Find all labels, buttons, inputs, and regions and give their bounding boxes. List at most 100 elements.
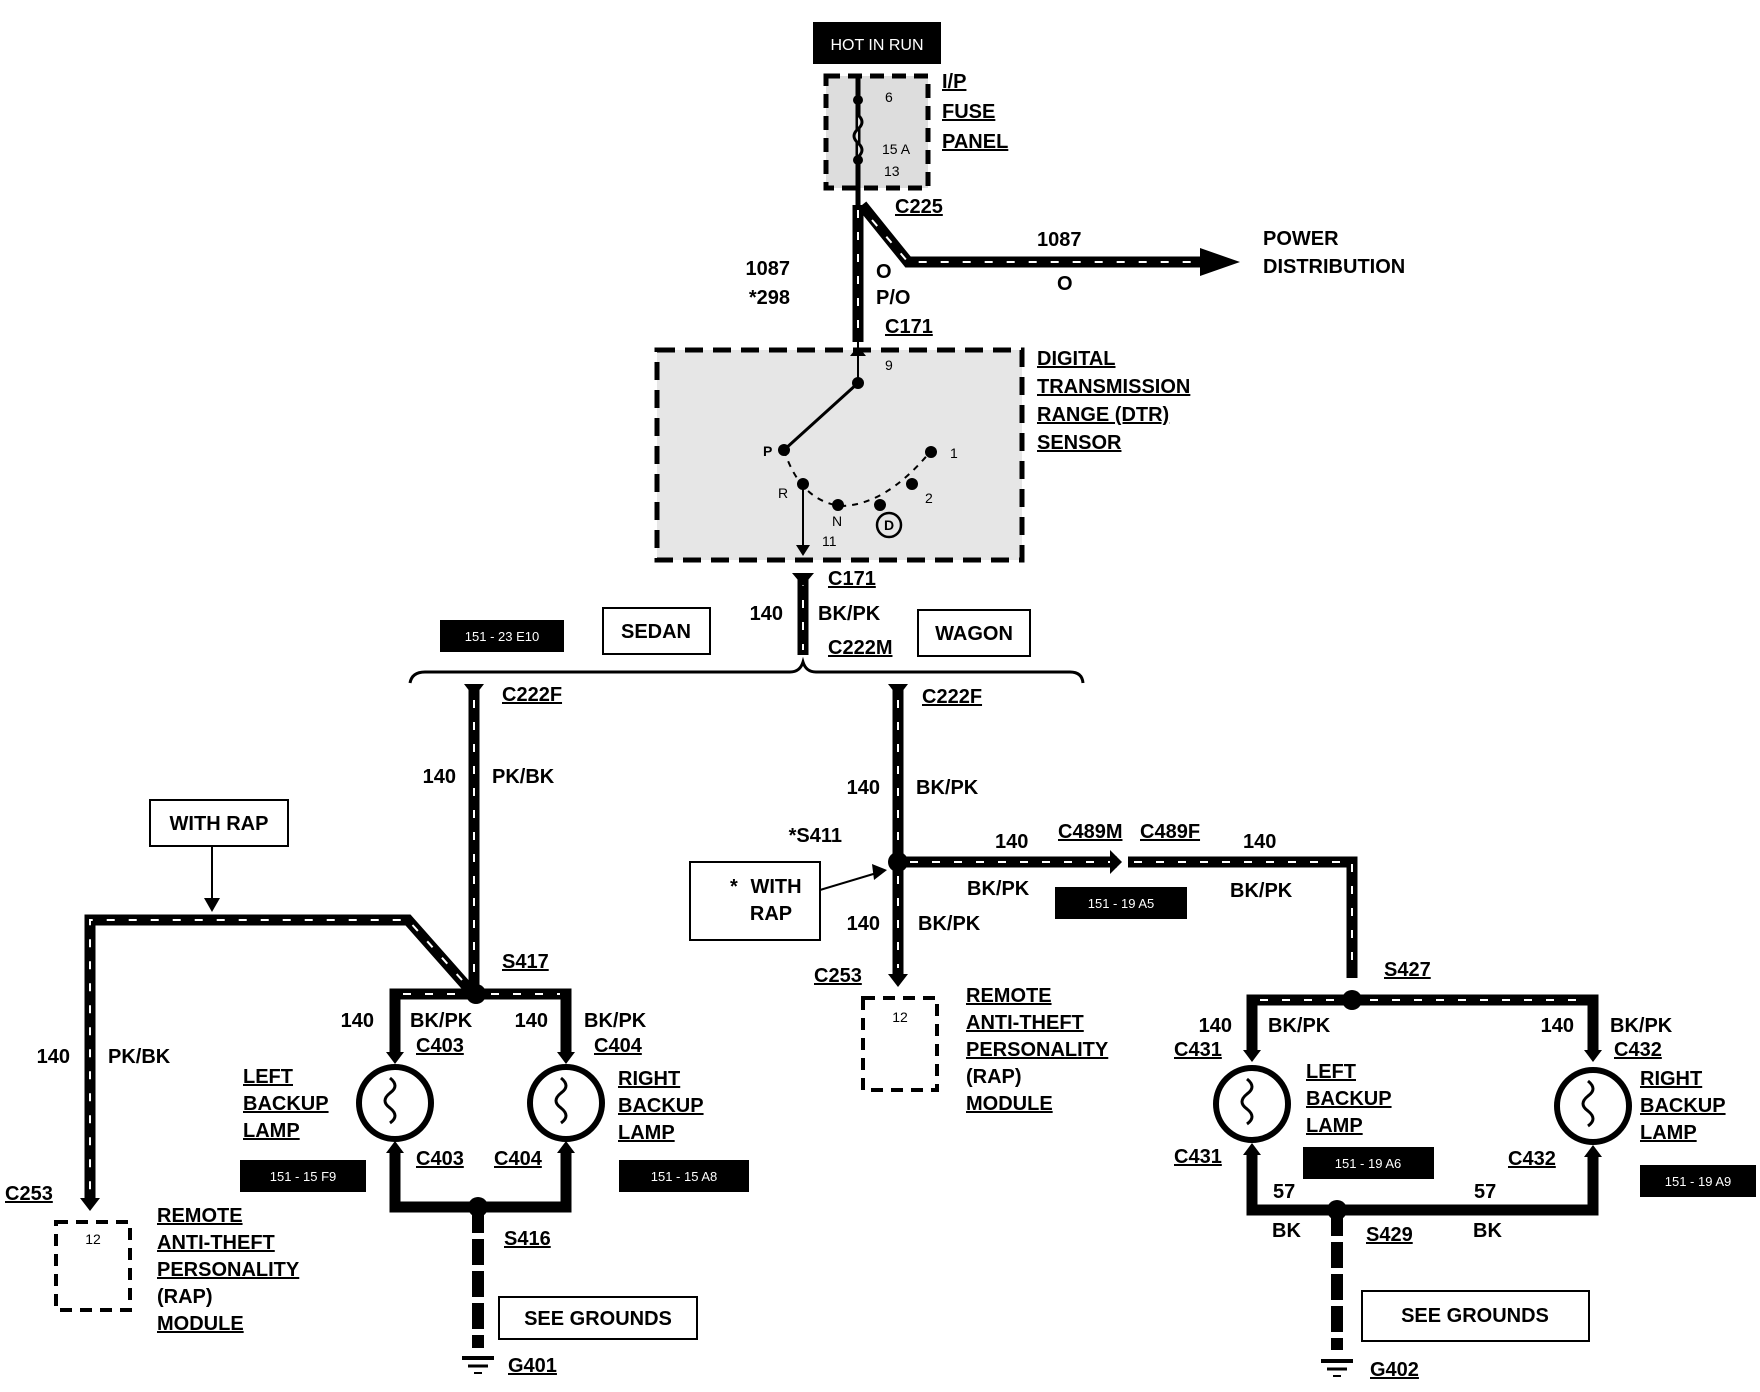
wagon-rap-pin: 12 bbox=[892, 1009, 908, 1025]
fuse-panel-title-3: PANEL bbox=[942, 131, 1008, 153]
fuse-panel-title-2: FUSE bbox=[942, 101, 995, 123]
sedan-c253-label: C253 bbox=[5, 1183, 53, 1205]
wagon-c253-label: C253 bbox=[814, 965, 862, 987]
power-dist-circuit: 1087 bbox=[1037, 229, 1082, 251]
fuse-pin-top: 6 bbox=[885, 89, 893, 105]
sedan-right-lamp-3: LAMP bbox=[618, 1122, 675, 1144]
c489m-label: C489M bbox=[1058, 821, 1122, 843]
wagon-color: BK/PK bbox=[916, 777, 979, 799]
dtr-sensor-box bbox=[654, 347, 1025, 563]
sedan-right-c404-top: C404 bbox=[594, 1035, 643, 1057]
wagon-branch-color: BK/PK bbox=[967, 878, 1030, 900]
s411-label: *S411 bbox=[789, 825, 842, 847]
sedan-right-color: BK/PK bbox=[584, 1010, 647, 1032]
wagon-rap-module-box bbox=[861, 996, 939, 1092]
sedan-right-lamp bbox=[527, 1064, 605, 1142]
wagon-left-gnd-color: BK bbox=[1272, 1220, 1301, 1242]
wagon-box bbox=[917, 609, 1031, 657]
wagon-right-lamp-2: BACKUP bbox=[1640, 1095, 1726, 1117]
wagon-right-lamp-1: RIGHT bbox=[1640, 1068, 1702, 1090]
wagon-left-color: BK/PK bbox=[1268, 1015, 1331, 1037]
wagon-circuit: 140 bbox=[847, 777, 880, 799]
sedan-left-lamp-1: LEFT bbox=[243, 1066, 293, 1088]
wagon-note-star: * bbox=[730, 876, 738, 898]
sedan-rap-circuit: 140 bbox=[37, 1046, 70, 1068]
wagon-right-gnd-circuit: 57 bbox=[1474, 1181, 1496, 1203]
s429-label: S429 bbox=[1366, 1224, 1413, 1246]
wagon-right-c432-top: C432 bbox=[1614, 1039, 1662, 1061]
sedan-rap-module-4: (RAP) bbox=[157, 1286, 213, 1308]
feed-circuit: 1087 bbox=[746, 258, 791, 280]
dtr-title-1: DIGITAL bbox=[1037, 348, 1116, 370]
wagon-note-line1: WITH bbox=[750, 876, 801, 898]
wagon-rap-color: BK/PK bbox=[918, 913, 981, 935]
sedan-with-rap-label: WITH RAP bbox=[170, 813, 269, 835]
sedan-rap-color: PK/BK bbox=[108, 1046, 171, 1068]
sedan-rap-module-3: PERSONALITY bbox=[157, 1259, 300, 1281]
sedan-right-ref-text: 151 - 15 A8 bbox=[651, 1169, 718, 1184]
dtr-title-2: TRANSMISSION bbox=[1037, 376, 1190, 398]
wagon-with-rap-note-box bbox=[689, 861, 821, 941]
trunk-ref-text: 151 - 23 E10 bbox=[465, 629, 539, 644]
g402-label: G402 bbox=[1370, 1359, 1419, 1381]
wagon-right-ref-tag bbox=[1640, 1165, 1756, 1197]
wagon-rap-module-2: ANTI-THEFT bbox=[966, 1012, 1084, 1034]
wagon-left-lamp-3: LAMP bbox=[1306, 1115, 1363, 1137]
power-dist-color: O bbox=[1057, 273, 1073, 295]
dtr-pin-in: 9 bbox=[885, 357, 893, 373]
sedan-right-circuit: 140 bbox=[515, 1010, 548, 1032]
wagon-right-lamp bbox=[1554, 1067, 1632, 1145]
dtr-pin-out: 11 bbox=[822, 533, 837, 549]
sedan-with-rap-box bbox=[149, 799, 289, 847]
wagon-label: WAGON bbox=[935, 623, 1013, 645]
wagon-left-ref-tag bbox=[1303, 1147, 1434, 1179]
feed-color: O bbox=[876, 261, 892, 283]
c222m-label: C222M bbox=[828, 637, 892, 659]
s417-splice bbox=[466, 984, 486, 1004]
wagon-ground-bus bbox=[1246, 1155, 1599, 1216]
sedan-right-lamp-2: BACKUP bbox=[618, 1095, 704, 1117]
dtr-switch-arm bbox=[782, 381, 860, 452]
sedan-rap-module-1: REMOTE bbox=[157, 1205, 243, 1227]
wagon-rap-module-4: (RAP) bbox=[966, 1066, 1022, 1088]
c171-top-label: C171 bbox=[885, 316, 933, 338]
wagon-left-c431-bottom: C431 bbox=[1174, 1146, 1222, 1168]
dtr-title-3: RANGE (DTR) bbox=[1037, 404, 1169, 426]
wagon-branch-color2: BK/PK bbox=[1230, 880, 1293, 902]
sedan-left-lamp-2: BACKUP bbox=[243, 1093, 329, 1115]
sedan-rap-module-box bbox=[54, 1220, 132, 1312]
wagon-left-lamp-1: LEFT bbox=[1306, 1061, 1356, 1083]
s427-label: S427 bbox=[1384, 959, 1431, 981]
sedan-see-grounds-box[interactable] bbox=[498, 1296, 698, 1340]
wagon-left-c431-top: C431 bbox=[1174, 1039, 1222, 1061]
sedan-left-lamp bbox=[356, 1064, 434, 1142]
sedan-right-c404-bottom: C404 bbox=[494, 1148, 543, 1170]
g401-label: G401 bbox=[508, 1355, 557, 1377]
feed-alt-circuit: *298 bbox=[749, 287, 790, 309]
dtr-arc bbox=[783, 449, 931, 508]
wagon-branch-ref-tag bbox=[1055, 887, 1187, 919]
wagon-see-grounds-label: SEE GROUNDS bbox=[1401, 1305, 1549, 1327]
wagon-note-line2: RAP bbox=[750, 903, 792, 925]
sedan-left-ref-text: 151 - 15 F9 bbox=[270, 1169, 337, 1184]
wagon-rap-circuit: 140 bbox=[847, 913, 880, 935]
power-dist-arrow bbox=[1200, 248, 1240, 276]
power-dist-wire bbox=[857, 201, 1208, 268]
variant-bracket bbox=[408, 656, 1085, 684]
wagon-see-grounds-box[interactable] bbox=[1361, 1290, 1590, 1342]
wagon-right-color: BK/PK bbox=[1610, 1015, 1673, 1037]
hot-in-run-text: HOT IN RUN bbox=[830, 37, 923, 54]
trunk-ref-tag bbox=[440, 620, 564, 652]
sedan-label: SEDAN bbox=[621, 621, 691, 643]
power-dist-label-2: DISTRIBUTION bbox=[1263, 256, 1405, 278]
sedan-circuit: 140 bbox=[423, 766, 456, 788]
c489f-label: C489F bbox=[1140, 821, 1200, 843]
wagon-right-gnd-color: BK bbox=[1473, 1220, 1502, 1242]
wagon-right-circuit: 140 bbox=[1541, 1015, 1574, 1037]
dtr-pos-r: R bbox=[778, 485, 788, 501]
fuse-panel-box bbox=[823, 73, 931, 191]
wagon-rap-module-3: PERSONALITY bbox=[966, 1039, 1109, 1061]
wagon-lamp-feed bbox=[1246, 994, 1599, 1050]
